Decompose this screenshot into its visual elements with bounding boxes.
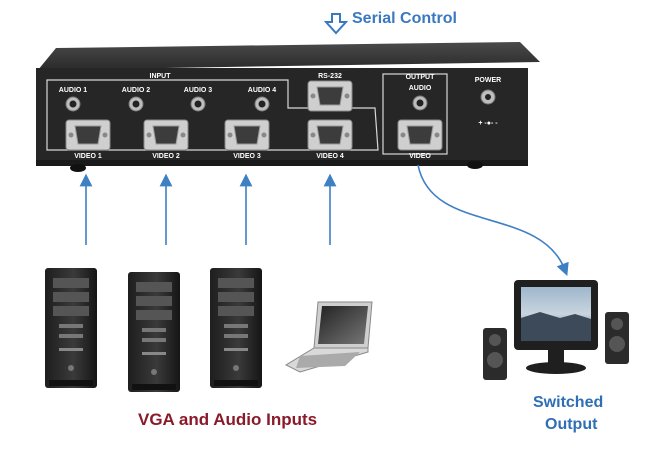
video-label-3: VIDEO 3 <box>233 153 261 160</box>
laptop-icon <box>284 301 373 373</box>
output-group-outline <box>382 73 448 155</box>
monitor-icon <box>514 280 598 374</box>
tower-pc-icon <box>210 268 262 388</box>
audio-jack-4 <box>254 96 270 112</box>
audio-label-2: AUDIO 2 <box>122 87 151 94</box>
input-group-label: INPUT <box>150 73 172 80</box>
audio-jack-1 <box>65 96 81 112</box>
vga-output <box>397 119 443 151</box>
audio-label-1: AUDIO 1 <box>59 87 88 94</box>
audio-label-4: AUDIO 4 <box>248 87 277 94</box>
inputs-caption: VGA and Audio Inputs <box>138 410 318 429</box>
vga-input-1 <box>65 119 111 151</box>
output-arrow <box>417 164 569 276</box>
rs232-port <box>307 80 353 112</box>
kvm-switch-chassis <box>36 42 540 172</box>
output-group-label: OUTPUT <box>406 74 436 81</box>
output-caption-line1: Switched <box>533 394 604 411</box>
vga-input-4 <box>307 119 353 151</box>
audio-jack-3 <box>190 96 206 112</box>
serial-control-caption: Serial Control <box>352 10 457 27</box>
output-audio-jack <box>412 95 428 111</box>
output-caption-line2: Output <box>545 416 598 433</box>
audio-jack-2 <box>128 96 144 112</box>
output-audio-label: AUDIO <box>409 85 432 92</box>
hollow-down-arrow-icon <box>323 13 349 35</box>
output-video-label: VIDEO <box>409 153 431 160</box>
input-group-outline <box>46 79 379 151</box>
vga-input-2 <box>143 119 189 151</box>
power-polarity-label: + -●- - <box>478 120 498 127</box>
audio-label-3: AUDIO 3 <box>184 87 213 94</box>
power-label: POWER <box>475 77 501 84</box>
video-label-4: VIDEO 4 <box>316 153 344 160</box>
video-label-1: VIDEO 1 <box>74 153 102 160</box>
tower-pc-icon <box>128 272 180 392</box>
vga-input-3 <box>224 119 270 151</box>
speaker-icon <box>605 312 629 364</box>
tower-pc-icon <box>45 268 97 388</box>
video-label-2: VIDEO 2 <box>152 153 180 160</box>
speaker-icon <box>483 328 507 380</box>
rs232-label: RS-232 <box>318 73 342 80</box>
